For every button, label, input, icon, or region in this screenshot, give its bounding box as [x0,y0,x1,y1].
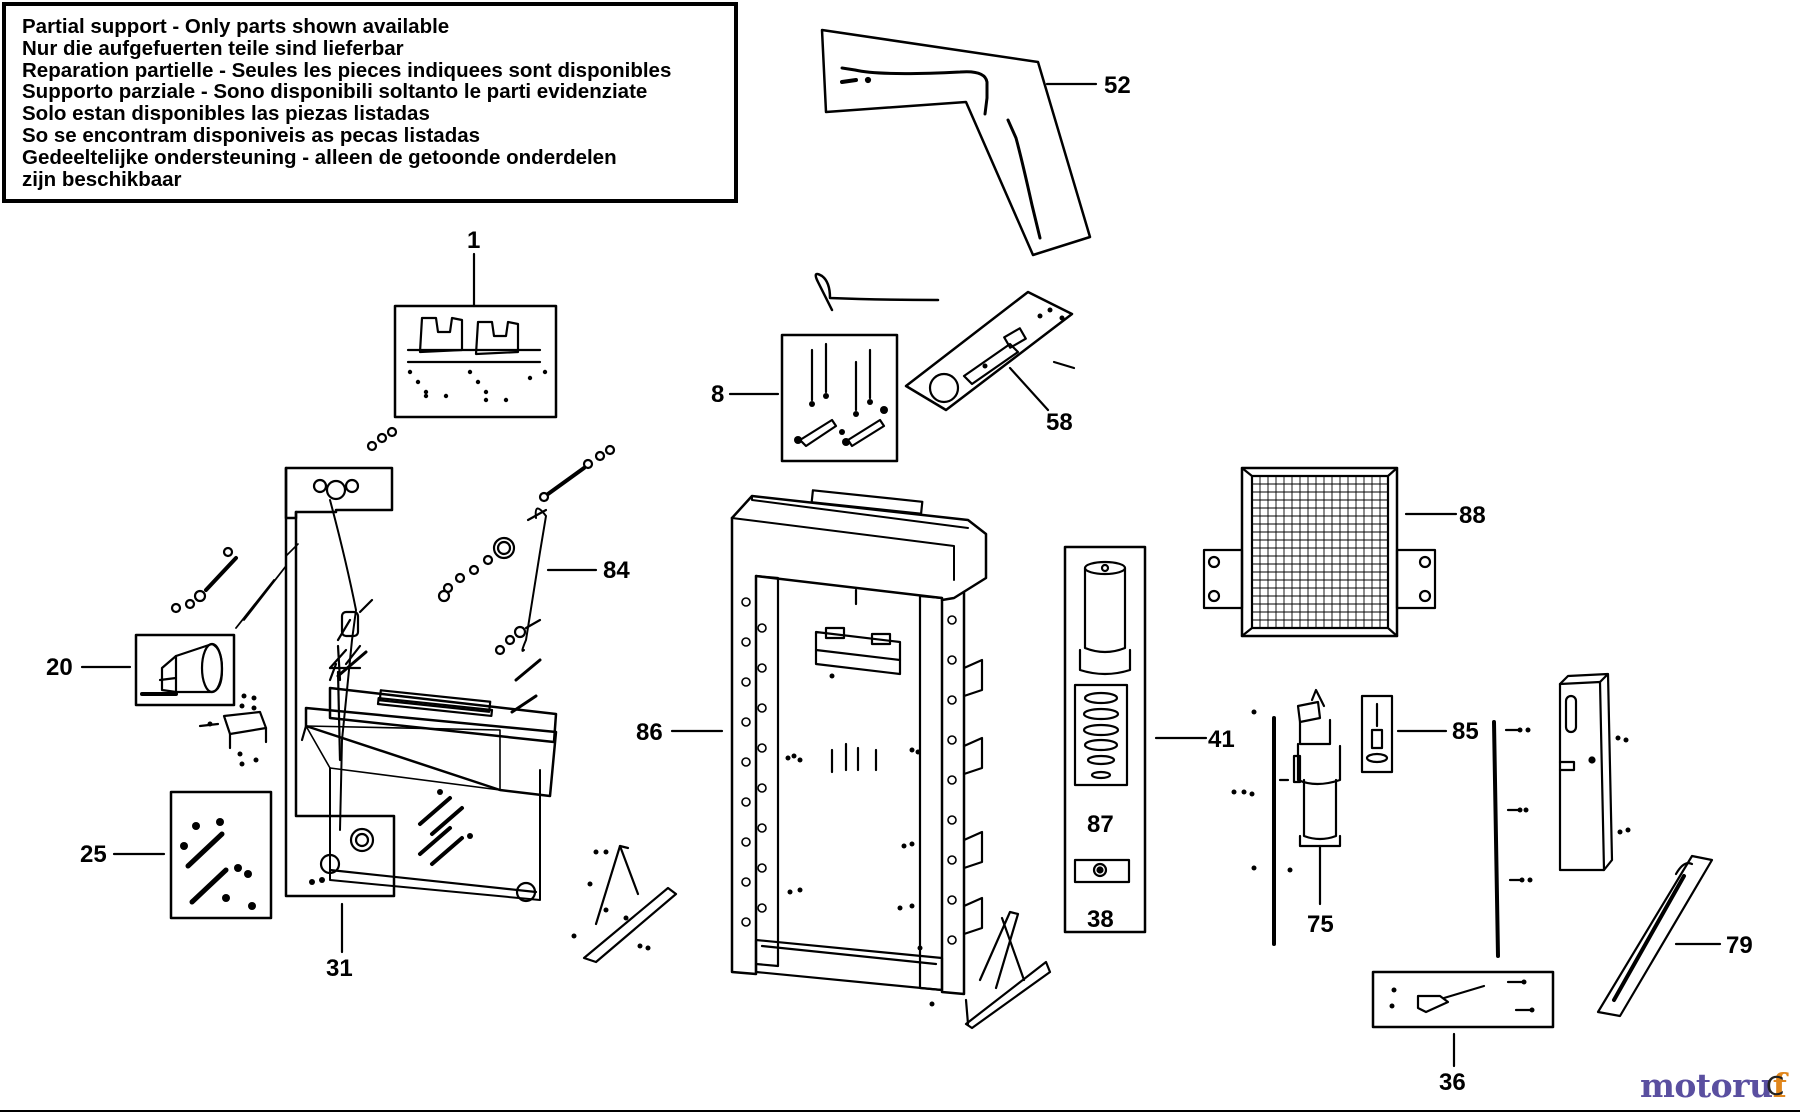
frame-stand-left [571,844,678,964]
leader-58 [1008,366,1050,412]
winch-bracket [198,693,268,767]
notice-line: Gedeeltelijke ondersteuning - alleen de … [22,145,617,169]
frame-stand-right [964,910,1052,1030]
part-38-valve[interactable] [1073,858,1131,884]
callout-36: 36 [1439,1069,1466,1096]
bottom-rule [0,1110,1800,1112]
long-rod [1492,720,1533,958]
notice-line: Nur die aufgefuerten teile sind lieferba… [22,36,404,60]
notice-line: So se encontram disponiveis as pecas lis… [22,123,481,147]
part-20-winch[interactable] [134,633,236,707]
part-1-v-blocks[interactable] [393,304,558,419]
callout-31: 31 [326,955,353,982]
callout-88: 88 [1459,502,1486,529]
part-88-mesh-guard[interactable] [1202,466,1437,638]
callout-38: 38 [1087,906,1114,933]
part-25-pins[interactable] [169,790,273,920]
callout-41: 41 [1208,726,1235,753]
watermark-logo: motoruf C [1640,1066,1787,1105]
callout-58: 58 [1046,409,1073,436]
part-75-hand-pump[interactable] [1231,688,1342,946]
part-85-valve-kit[interactable] [1360,694,1394,774]
part-52-hose-assembly[interactable] [820,28,1092,257]
part-84-pulley-set[interactable] [437,444,616,714]
callout-52: 52 [1104,72,1131,99]
callout-86: 86 [636,719,663,746]
callout-87: 87 [1087,811,1114,838]
notice-line: zijn beschikbaar [22,167,182,191]
part-86-press-frame[interactable] [730,489,988,1007]
part-36-pedal[interactable] [1371,970,1555,1029]
callout-20: 20 [46,654,73,681]
part-87-seal-kit[interactable] [1073,683,1129,787]
callout-84: 84 [603,557,630,584]
callout-79: 79 [1726,932,1753,959]
watermark-brand: motoru [1640,1066,1773,1105]
callout-8: 8 [711,381,724,408]
hook-rod [814,272,940,312]
part-79-handle[interactable] [1596,854,1714,1018]
watermark-accent: f [1772,1066,1787,1105]
callout-85: 85 [1452,718,1479,745]
guard-column [1558,672,1631,872]
callout-25: 25 [80,841,107,868]
notice-line: Reparation partielle - Seules les pieces… [22,58,672,82]
part-31-lifting-mechanism[interactable] [170,426,558,903]
callout-1: 1 [467,227,480,254]
part-41-hydraulic-cylinder[interactable] [1063,545,1147,934]
notice-line: Supporto parziale - Sono disponibili sol… [22,80,648,104]
notice-line: Solo estan disponibles las piezas listad… [22,102,430,126]
notice-line: Partial support - Only parts shown avail… [22,15,450,38]
availability-notice: Partial support - Only parts shown avail… [2,2,738,203]
callout-75: 75 [1307,911,1334,938]
part-8-bolt-kit[interactable] [780,333,899,463]
watermark-suffix: C [1766,1072,1784,1102]
part-58-pressure-gauge[interactable] [904,290,1076,412]
